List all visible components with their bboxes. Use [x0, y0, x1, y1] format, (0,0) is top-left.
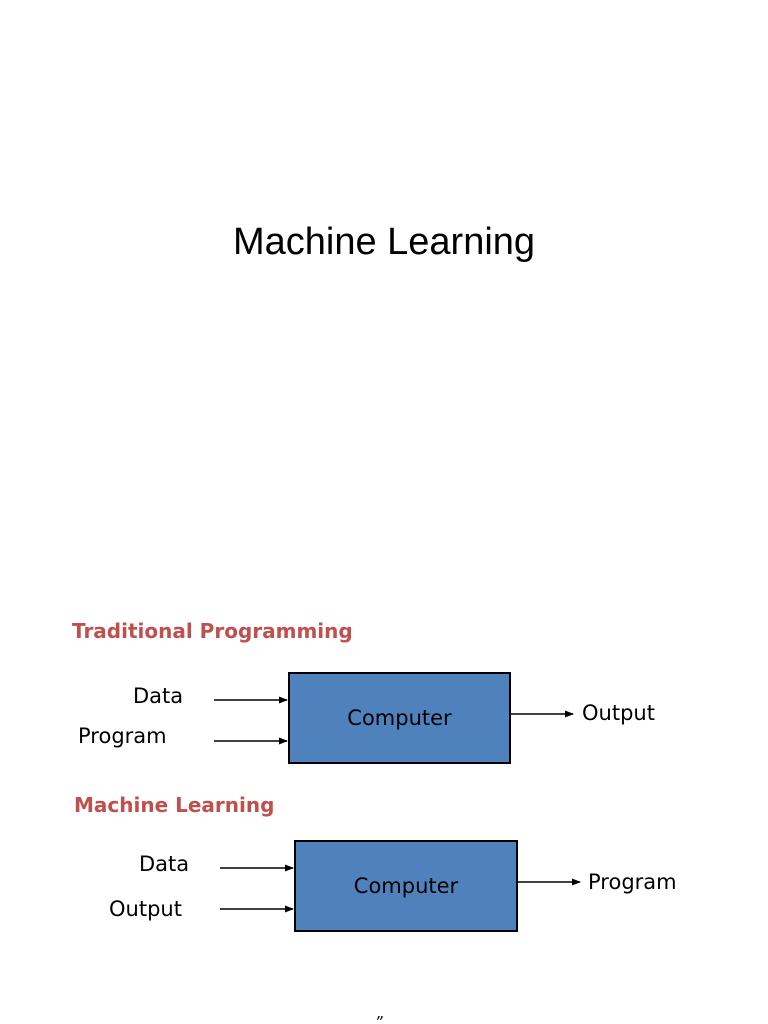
ml-input-data-label: Data: [139, 852, 190, 876]
footer-quote-mark: „: [376, 1003, 385, 1022]
traditional-computer-label: Computer: [347, 706, 452, 730]
traditional-programming-heading: Traditional Programming: [72, 619, 353, 643]
page-title: Machine Learning: [232, 221, 536, 263]
ml-output-program-label: Program: [588, 870, 677, 894]
traditional-output-label: Output: [582, 701, 655, 725]
traditional-input-program-label: Program: [78, 724, 167, 748]
ml-input-output-label: Output: [109, 897, 182, 921]
ml-computer-label: Computer: [353, 874, 459, 898]
ml-computer-box: Computer: [294, 840, 518, 932]
machine-learning-heading: Machine Learning: [74, 793, 275, 817]
traditional-input-data-label: Data: [133, 684, 184, 708]
traditional-computer-box: Computer: [288, 672, 511, 764]
